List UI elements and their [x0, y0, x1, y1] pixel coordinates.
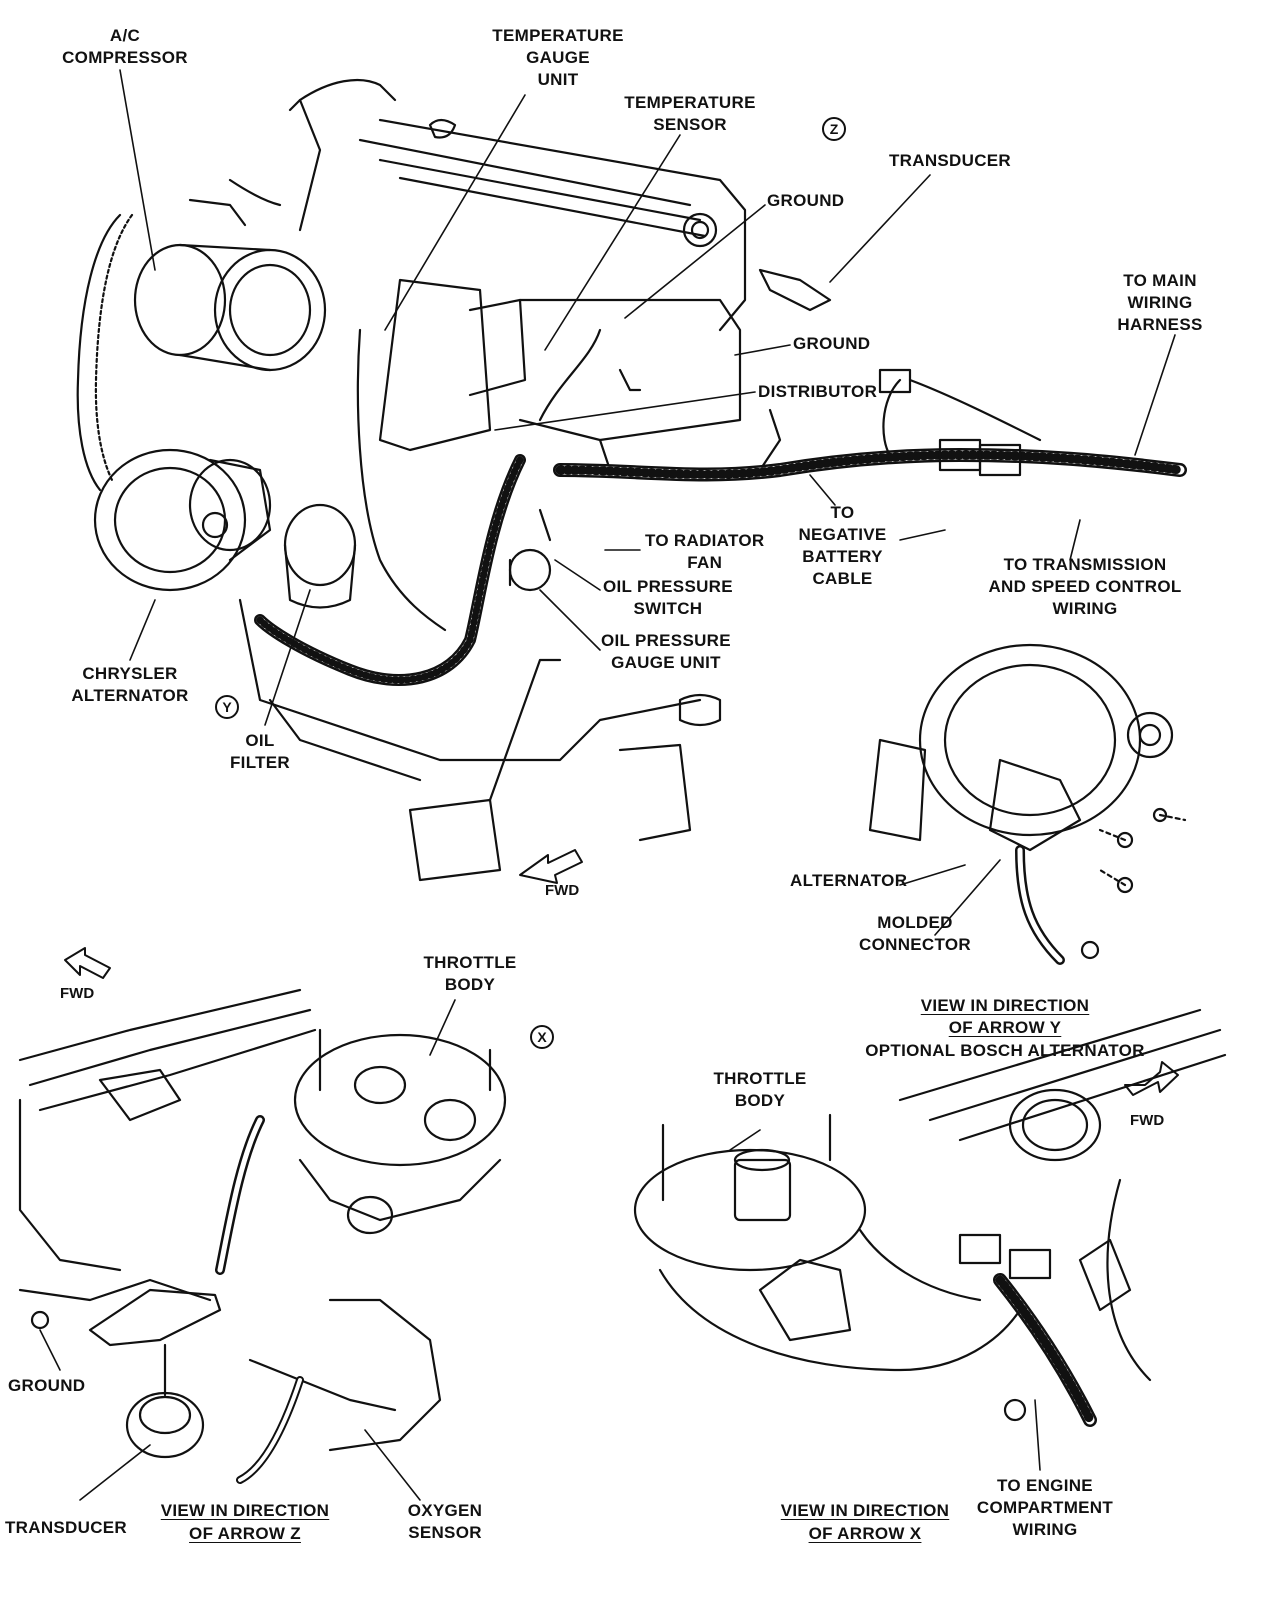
label-ground-bottom: GROUND: [8, 1376, 86, 1395]
label-temperature-gauge-unit: TEMPERATURE GAUGE UNIT: [492, 26, 624, 89]
view-x-title-line1: VIEW IN DIRECTION: [780, 1501, 950, 1520]
fwd-label-left: FWD: [60, 985, 95, 1002]
label-oxygen-sensor: OXYGEN SENSOR: [407, 1501, 483, 1542]
label-ac-compressor: A/C COMPRESSOR: [62, 26, 188, 67]
label-to-transmission-wiring: TO TRANSMISSION AND SPEED CONTROL WIRING: [988, 555, 1182, 618]
label-temperature-sensor: TEMPERATURE SENSOR: [624, 93, 756, 134]
label-throttle-body-right: THROTTLE BODY: [713, 1069, 807, 1110]
fwd-arrows: [64, 849, 1179, 1096]
label-throttle-body-left: THROTTLE BODY: [423, 953, 517, 994]
view-z-title-line1: VIEW IN DIRECTION: [160, 1501, 330, 1520]
label-to-negative-battery-cable: TO NEGATIVE BATTERY CABLE: [798, 503, 887, 588]
label-transducer-top: TRANSDUCER: [889, 151, 1011, 170]
view-x-drawing: [633, 1008, 1227, 1471]
arrow-x-marker: X: [530, 1025, 554, 1049]
label-to-engine-compartment-wiring: TO ENGINE COMPARTMENT WIRING: [976, 1476, 1114, 1539]
arrow-z-marker: Z: [822, 117, 846, 141]
main-engine-drawing: [76, 78, 1187, 882]
view-z-drawing: [18, 988, 507, 1501]
view-x-title-line2: OF ARROW X: [808, 1524, 922, 1543]
view-y-subtitle: OPTIONAL BOSCH ALTERNATOR: [865, 1041, 1145, 1060]
arrow-y-marker: Y: [215, 695, 239, 719]
view-y-drawing: [868, 643, 1187, 965]
label-distributor: DISTRIBUTOR: [758, 382, 878, 401]
fwd-label-right: FWD: [1130, 1112, 1165, 1129]
label-to-radiator-fan: TO RADIATOR FAN: [645, 531, 765, 572]
label-transducer-bottom: TRANSDUCER: [5, 1518, 127, 1537]
label-chrysler-alternator: CHRYSLER ALTERNATOR: [71, 664, 189, 705]
leader-lines-main: [119, 69, 1176, 726]
label-ground-1: GROUND: [767, 191, 845, 210]
view-z-title-line2: OF ARROW Z: [189, 1524, 301, 1543]
label-oil-pressure-switch: OIL PRESSURE SWITCH: [603, 577, 733, 618]
label-ground-2: GROUND: [793, 334, 871, 353]
label-oil-pressure-gauge-unit: OIL PRESSURE GAUGE UNIT: [601, 631, 731, 672]
label-alternator: ALTERNATOR: [790, 871, 908, 890]
label-to-main-wiring-harness: TO MAIN WIRING HARNESS: [1117, 271, 1203, 334]
fwd-label-main: FWD: [545, 882, 580, 899]
label-molded-connector: MOLDED CONNECTOR: [859, 913, 971, 954]
view-y-title-line1: VIEW IN DIRECTION: [920, 996, 1090, 1015]
view-y-title-line2: OF ARROW Y: [948, 1018, 1062, 1037]
label-oil-filter: OIL FILTER: [229, 731, 291, 772]
